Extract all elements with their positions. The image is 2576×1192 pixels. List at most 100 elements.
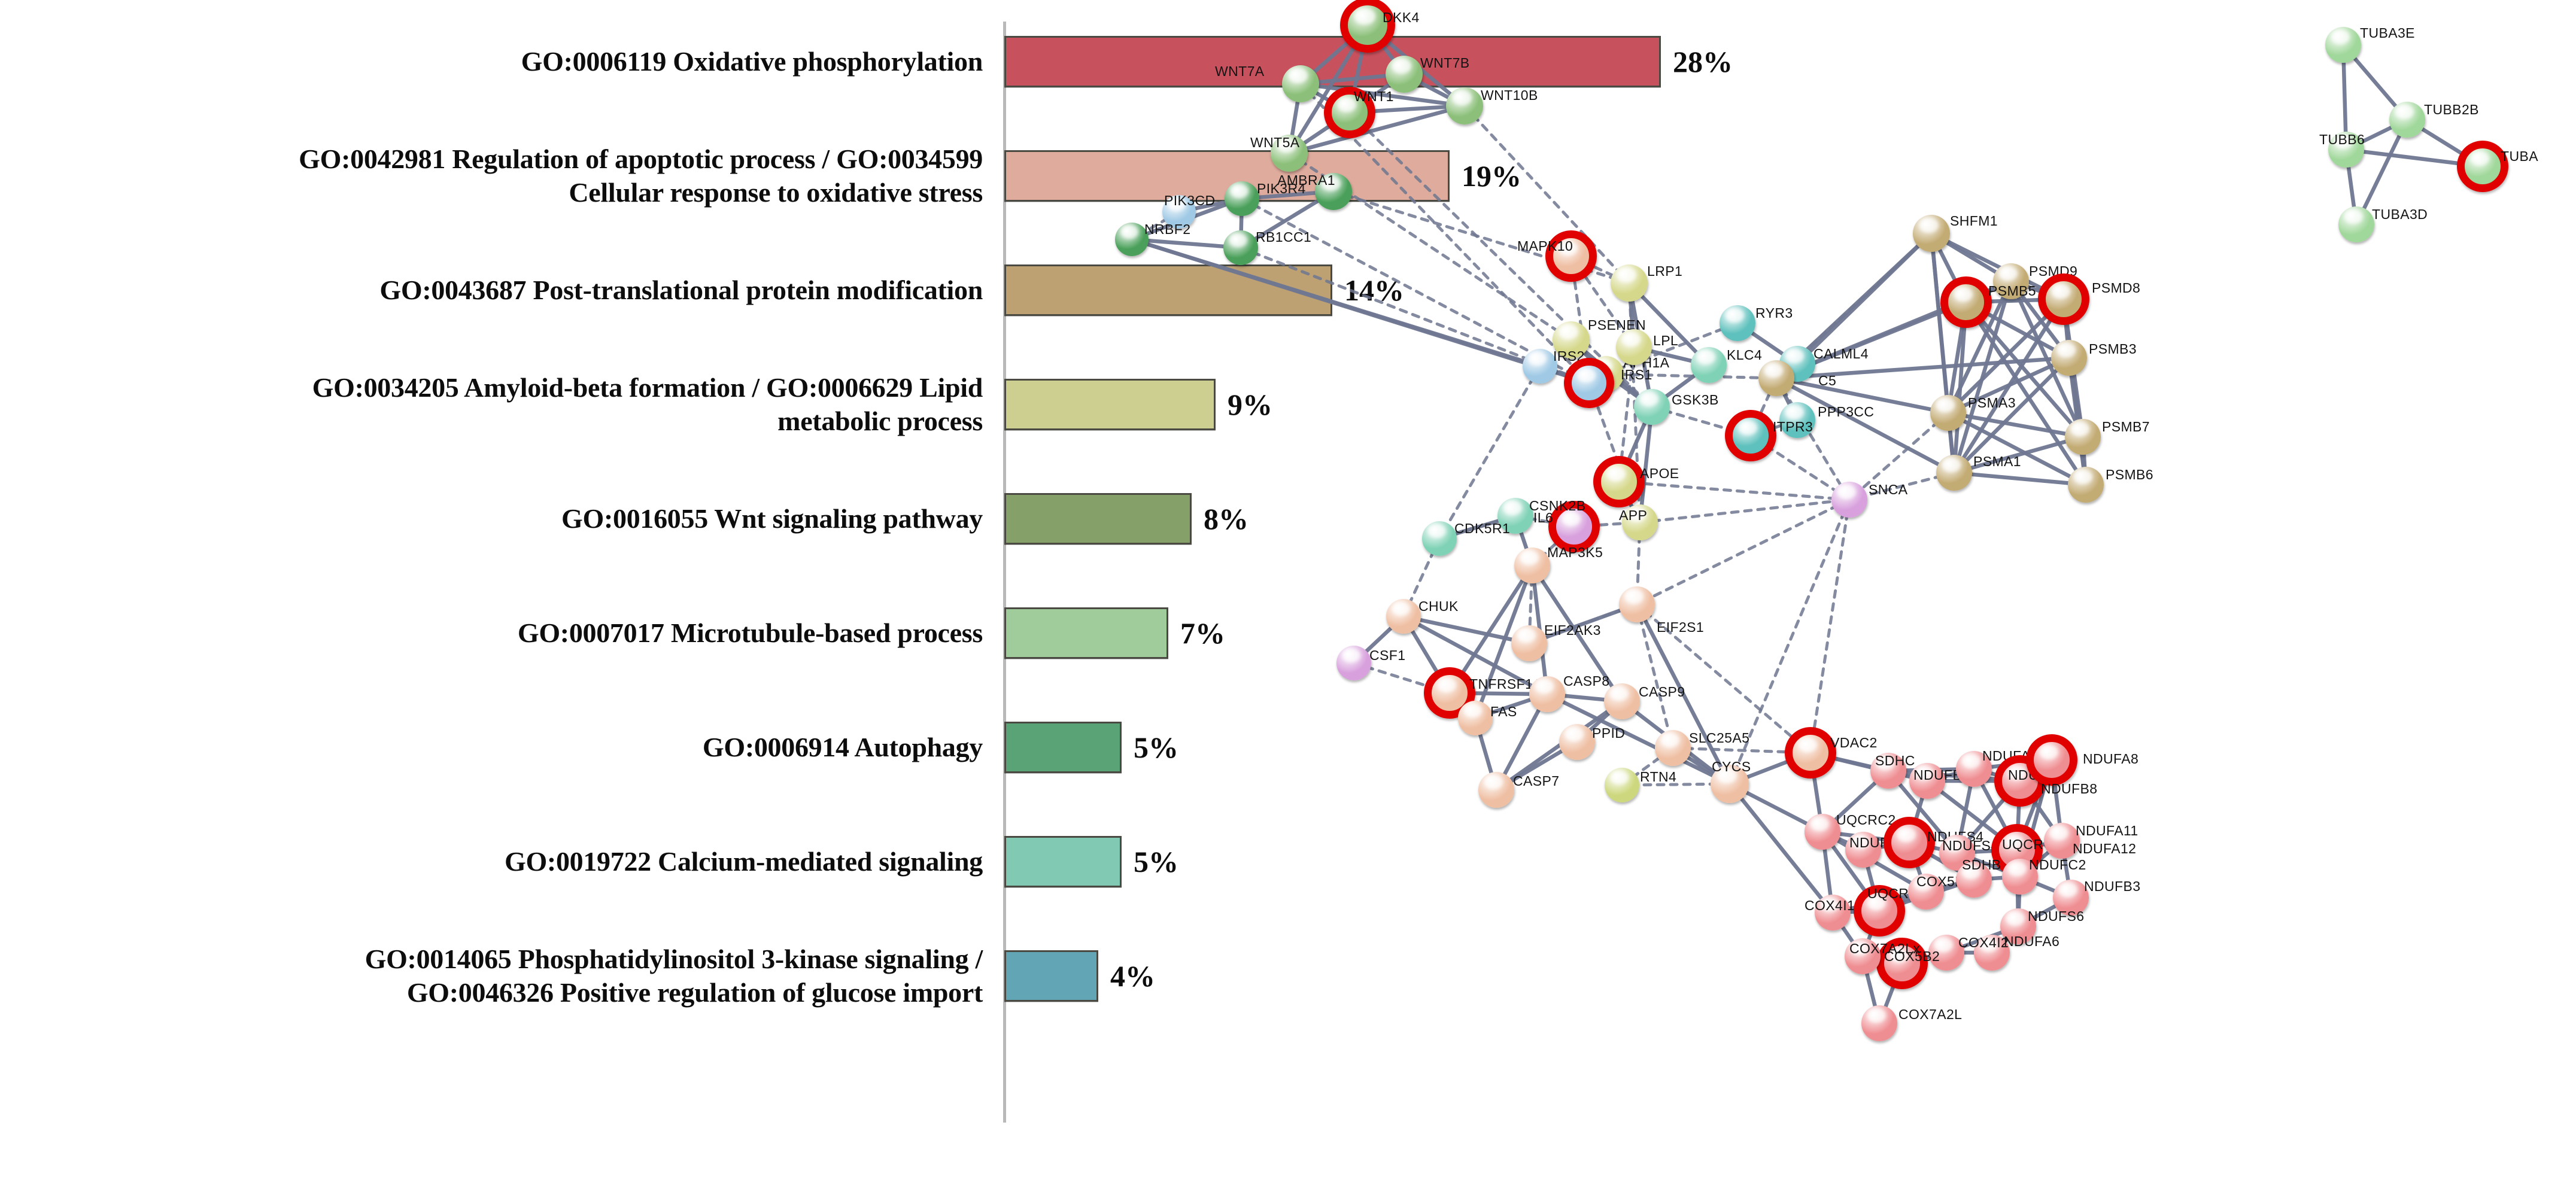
protein-node-apoe[interactable] — [1593, 456, 1645, 507]
bar-with-value: 5% — [1004, 722, 1178, 773]
protein-node-il6[interactable] — [1548, 501, 1600, 552]
protein-node-nrbf2[interactable] — [1115, 223, 1149, 256]
node-highlight — [1945, 837, 1964, 852]
protein-node-vdac2[interactable] — [1785, 727, 1836, 779]
protein-node-irs2[interactable] — [1523, 349, 1557, 384]
chart-axis-line — [1003, 22, 1006, 1123]
bar — [1004, 836, 1122, 887]
protein-node-psmb3[interactable] — [2051, 340, 2087, 376]
protein-node-shfm1[interactable] — [1913, 215, 1950, 252]
protein-node-fas[interactable] — [1458, 701, 1493, 735]
node-highlight — [1697, 349, 1716, 364]
protein-node-cox5b[interactable] — [1908, 874, 1944, 910]
protein-node-cdk5r1[interactable] — [1422, 521, 1457, 556]
protein-node-psmb7[interactable] — [2065, 419, 2101, 455]
protein-node-ndufb8[interactable] — [2026, 734, 2077, 786]
protein-node-ambra1[interactable] — [1315, 173, 1352, 210]
protein-node-cox5b2[interactable] — [1876, 938, 1928, 989]
protein-node-casp8[interactable] — [1529, 676, 1565, 712]
protein-node-map3k5[interactable] — [1514, 548, 1550, 583]
protein-node-rtn4[interactable] — [1605, 768, 1639, 802]
protein-node-gsk3b[interactable] — [1634, 389, 1670, 425]
protein-node-wnt10b[interactable] — [1446, 87, 1483, 124]
protein-node-klc4[interactable] — [1691, 347, 1727, 383]
protein-label-irs1: IRS1 — [1621, 367, 1652, 382]
protein-node-tubb6[interactable] — [2328, 132, 2364, 168]
protein-node-cox7a2lx[interactable] — [1845, 938, 1881, 974]
protein-node-wnt7a[interactable] — [1282, 65, 1319, 102]
protein-node-slc25a5[interactable] — [1655, 730, 1691, 766]
protein-node-psmb6[interactable] — [2068, 467, 2104, 503]
protein-node-ndufs6[interactable] — [2000, 908, 2036, 944]
protein-node-rb1cc1[interactable] — [1223, 230, 1258, 265]
protein-node-itpr3[interactable] — [1725, 410, 1776, 461]
protein-node-ndufa1[interactable] — [1956, 751, 1992, 787]
node-highlight — [1438, 677, 1457, 692]
protein-node-wnt5a[interactable] — [1271, 135, 1308, 172]
protein-node-c5[interactable] — [1758, 360, 1794, 396]
protein-node-eif2s1[interactable] — [1619, 586, 1655, 622]
node-highlight — [2395, 104, 2414, 119]
protein-node-csnk2b[interactable] — [1497, 498, 1533, 534]
protein-node-lpl[interactable] — [1616, 329, 1652, 365]
protein-label-sdhc: SDHC — [1875, 753, 1915, 768]
protein-node-app[interactable] — [1622, 504, 1658, 540]
protein-node-cycs[interactable] — [1711, 765, 1749, 803]
protein-node-psma1[interactable] — [1936, 455, 1972, 491]
protein-node-ndufv2[interactable] — [1845, 832, 1881, 868]
protein-label-chuk: CHUK — [1418, 598, 1459, 614]
protein-label-dkk4: DKK4 — [1383, 10, 1420, 25]
protein-node-casp9[interactable] — [1604, 683, 1640, 719]
protein-node-cox4i2[interactable] — [1928, 935, 1964, 971]
protein-label-psmb5: PSMB5 — [1988, 283, 2036, 299]
protein-node-dkk4[interactable] — [1340, 0, 1395, 53]
protein-node-ndufb3[interactable] — [2053, 880, 2089, 916]
protein-node-irs1[interactable] — [1564, 358, 1614, 408]
protein-node-snca[interactable] — [1831, 482, 1867, 518]
protein-node-lrp1[interactable] — [1611, 264, 1648, 302]
protein-node-tuba3e[interactable] — [2325, 27, 2361, 63]
protein-node-tuba3d[interactable] — [2338, 206, 2374, 242]
protein-node-chuk[interactable] — [1386, 599, 1421, 634]
protein-node-tubb2b[interactable] — [2389, 102, 2425, 138]
protein-node-ppid[interactable] — [1559, 724, 1595, 760]
protein-node-ndufa11[interactable] — [2044, 823, 2080, 859]
protein-node-ppp3cc[interactable] — [1779, 402, 1815, 438]
protein-node-cox7a2l[interactable] — [1861, 1005, 1897, 1041]
protein-node-uqcrc2[interactable] — [1805, 814, 1840, 850]
protein-node-ndufa6[interactable] — [1974, 935, 2010, 971]
network-edges — [1129, 23, 2485, 1026]
protein-node-csf1[interactable] — [1336, 646, 1371, 680]
protein-node-sdhc[interactable] — [1870, 753, 1906, 789]
protein-node-psmb5[interactable] — [1940, 276, 1992, 328]
protein-node-cox4i1[interactable] — [1815, 895, 1851, 931]
protein-node-psmd9[interactable] — [1993, 263, 2029, 299]
protein-label-ndufs6: NDUFS6 — [2028, 908, 2085, 924]
protein-node-wnt7b[interactable] — [1386, 56, 1423, 93]
protein-node-psmd8[interactable] — [2038, 273, 2089, 325]
protein-label-ndufa11: NDUFA11 — [2076, 823, 2138, 838]
node-highlight — [1277, 137, 1296, 153]
protein-node-eif2ak3[interactable] — [1511, 625, 1547, 661]
protein-node-ndufc2[interactable] — [2002, 859, 2038, 895]
protein-label-snca: SNCA — [1869, 482, 1908, 497]
protein-node-ndufb9[interactable] — [1909, 763, 1945, 799]
node-highlight — [1607, 466, 1626, 481]
protein-node-ndufs4x[interactable] — [1884, 817, 1935, 868]
bar-value-label: 7% — [1180, 616, 1225, 650]
protein-node-casp7[interactable] — [1478, 772, 1514, 808]
protein-label-wnt5a: WNT5A — [1250, 135, 1300, 150]
protein-node-psenen[interactable] — [1553, 321, 1590, 358]
protein-node-wnt1[interactable] — [1324, 87, 1375, 138]
node-highlight — [1764, 363, 1784, 378]
protein-node-pik3cd[interactable] — [1162, 195, 1196, 229]
node-highlight — [1559, 324, 1578, 339]
protein-label-itpr3: ITPR3 — [1773, 419, 1813, 434]
node-highlight — [1577, 368, 1596, 382]
protein-node-psma3[interactable] — [1930, 395, 1966, 431]
protein-node-sdhb[interactable] — [1956, 862, 1992, 898]
protein-node-ryr3[interactable] — [1720, 305, 1755, 341]
protein-node-pik3r4[interactable] — [1225, 181, 1259, 216]
node-highlight — [1954, 287, 1973, 302]
protein-label-map3k5: MAP3K5 — [1547, 545, 1603, 560]
